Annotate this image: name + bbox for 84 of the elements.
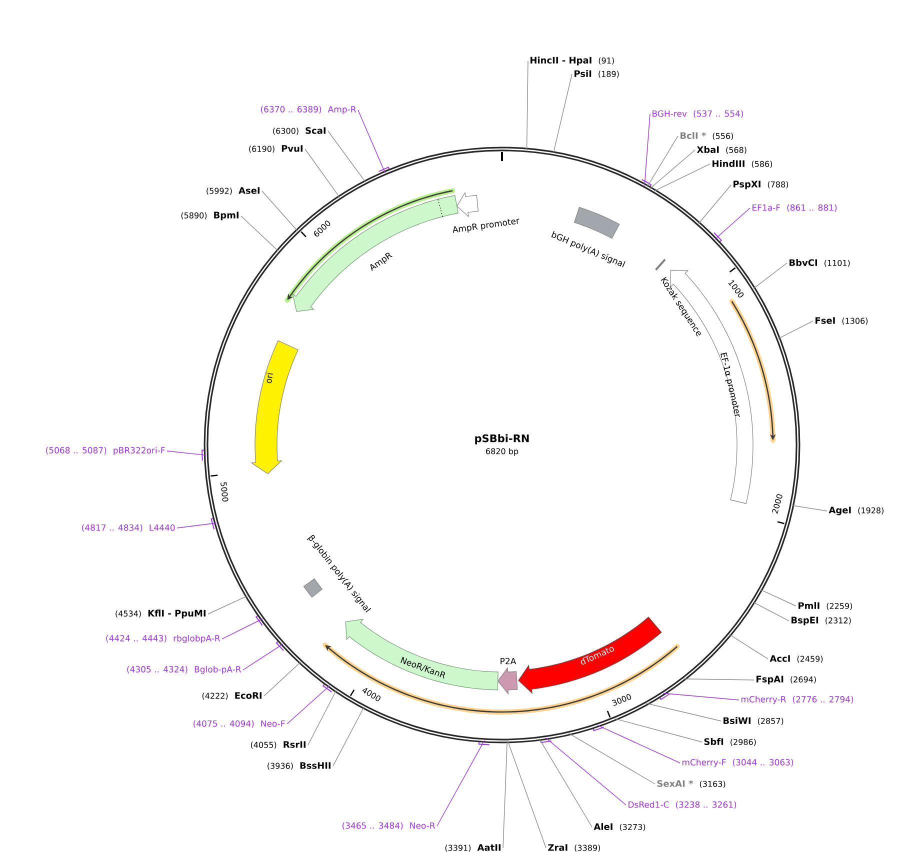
leader-line — [644, 114, 650, 186]
leader-line — [262, 190, 298, 232]
leader-line — [526, 60, 528, 150]
node-label: P2A — [500, 658, 516, 664]
site-label: BsiWI (2857) — [724, 717, 784, 725]
leader-line — [568, 733, 656, 784]
scale-label: 4000 — [362, 688, 380, 702]
leader-line — [662, 692, 740, 700]
site-label: AccI (2459) — [770, 655, 823, 663]
site-label: SbfI (2986) — [704, 738, 756, 746]
site-label: (5890) BpmI — [181, 212, 238, 220]
leader-line — [358, 110, 386, 174]
primer-label: (4817 .. 4834) L4440 — [82, 524, 175, 532]
leader-line — [614, 718, 702, 742]
leader-line — [650, 150, 696, 189]
site-label: XbaI (568) — [696, 146, 746, 154]
primer-label: (4075 .. 4094) Neo-F — [194, 720, 285, 728]
leader-line — [698, 184, 732, 224]
primer-label: (4424 .. 4443) rbglobpA-R — [106, 634, 220, 644]
leader-line — [714, 208, 750, 240]
site-label: BclI * (556) — [680, 132, 733, 140]
leader-line — [646, 703, 722, 722]
site-label: (6190) PvuI — [249, 145, 302, 153]
leader-line — [683, 678, 754, 680]
leader-line — [778, 320, 814, 339]
site-label: AleI (3273) — [594, 823, 646, 831]
site-label: SexAI * (3163) — [657, 780, 726, 788]
leader-line — [242, 644, 284, 670]
site-label: (3936) BssHII — [268, 762, 330, 770]
origin-feature: ori — [250, 340, 298, 474]
peptide-feature: P2A — [498, 658, 518, 695]
site-label: (6300) ScaI — [273, 127, 326, 135]
primer-label: (6370 .. 6389) Amp-R — [260, 106, 356, 114]
site-label: PspXI (788) — [734, 180, 788, 190]
leader-line — [328, 130, 366, 183]
leader-line — [552, 74, 572, 154]
primer-label: (4305 .. 4324) Bglob-pA-R — [127, 666, 242, 674]
leader-line — [507, 740, 546, 848]
leader-line — [436, 740, 485, 826]
leader-line — [729, 634, 768, 660]
leader-line — [240, 216, 279, 252]
site-label: (3391) AatII — [445, 844, 500, 852]
site-label: AgeI (1928) — [828, 506, 884, 516]
leader-line — [176, 522, 217, 528]
site-label: FspAI (2694) — [756, 676, 816, 684]
leader-line — [545, 737, 626, 806]
leader-line — [332, 706, 364, 766]
site-label: HindIII (586) — [712, 160, 772, 168]
site-label: (5992) AseI — [206, 187, 260, 195]
primer-label: DsRed1-C (3238 .. 3261) — [628, 801, 736, 809]
leader-line — [753, 262, 788, 290]
primer-label: mCherry-F (3044 .. 3063) — [682, 758, 794, 768]
site-label: PmlI (2259) — [798, 602, 852, 610]
site-label: FseI (1306) — [816, 317, 868, 325]
leader-line — [208, 596, 248, 614]
leader-line — [752, 602, 790, 622]
scale-label: 2000 — [772, 494, 782, 514]
primer-label: mCherry-R (2776 .. 2794) — [741, 696, 854, 704]
leader-line — [654, 164, 710, 192]
primer-label: EF1a-F (861 .. 881) — [752, 204, 837, 212]
primer-label: (5068 .. 5087) pBR322ori-F — [46, 446, 165, 456]
leader-line — [760, 589, 796, 606]
site-label: (4055) RsrII — [250, 741, 306, 749]
leader-line — [166, 450, 207, 456]
site-label: ZraI (3389) — [548, 844, 600, 852]
leader-line — [286, 685, 330, 724]
leader-line — [308, 690, 337, 746]
leader-line — [646, 136, 678, 188]
leader-line — [538, 738, 592, 828]
primer-label: (3465 .. 3484) Neo-R — [342, 822, 436, 830]
scale-label: 5000 — [220, 482, 228, 502]
leader-line — [597, 724, 680, 764]
leader-line — [304, 148, 340, 198]
site-label: PsiI (189) — [574, 70, 619, 78]
leader-line — [502, 740, 508, 848]
site-label: BspEI (2312) — [792, 616, 851, 626]
site-label: HincII - HpaI (91) — [530, 56, 614, 66]
leader-line — [222, 618, 263, 640]
primer-label: BGH-rev (537 .. 554) — [652, 110, 744, 118]
site-label: (4534) KflI - PpuMI — [116, 610, 206, 618]
site-label: BbvCI (1101) — [790, 259, 850, 267]
leader-line — [264, 662, 302, 696]
site-label: (4222) EcoRI — [202, 692, 262, 700]
leader-line — [791, 505, 828, 512]
